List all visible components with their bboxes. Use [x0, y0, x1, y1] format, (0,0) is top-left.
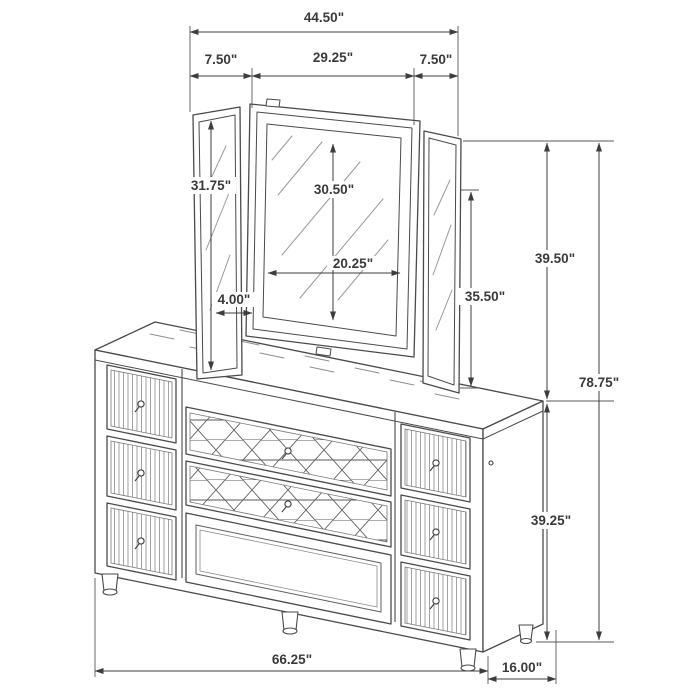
right-mirror-panel	[422, 130, 462, 394]
dim-label: 78.75"	[579, 375, 619, 390]
shared-extension-lines	[463, 140, 614, 643]
dim-left-mirror-width: 7.50"	[189, 52, 253, 108]
dim-frame-offset: 4.00"	[212, 292, 256, 316]
dim-mirror-assembly-height: 39.50"	[529, 142, 581, 400]
drawer-knobs	[134, 400, 494, 610]
drawer-knob	[429, 597, 440, 610]
dim-label-bg	[571, 374, 627, 391]
dim-label-bg	[212, 292, 256, 307]
drawer-knob	[134, 400, 145, 413]
mirror-assembly	[192, 98, 462, 394]
drawer-knob	[281, 500, 292, 513]
dim-label: 16.00"	[502, 660, 542, 675]
dim-label: 4.00"	[218, 292, 251, 307]
dim-label-bg	[525, 512, 577, 529]
drawer-knob	[281, 447, 292, 460]
dim-mirror-overall-width: 44.50"	[189, 10, 459, 136]
dresser-foot	[101, 573, 119, 596]
glass-shine-lines	[432, 179, 453, 331]
drawer-knob	[134, 537, 145, 550]
dim-label-bg	[327, 256, 379, 270]
dresser-foot	[459, 648, 477, 672]
dim-right-mirror-width: 7.50"	[413, 52, 459, 79]
dim-overall-height: 78.75"	[571, 142, 627, 641]
dim-label-bg	[529, 250, 581, 267]
dresser-foot	[281, 611, 299, 635]
mirror-top-clip	[265, 98, 281, 108]
center-stiles	[181, 369, 396, 622]
dim-label: 29.25"	[313, 50, 353, 65]
drawer-knob	[429, 528, 440, 541]
mirror-bottom-clip	[315, 346, 332, 357]
drawer-knob	[134, 469, 145, 482]
dim-dresser-width: 66.25"	[94, 578, 489, 684]
dim-dresser-height: 39.25"	[525, 403, 577, 641]
dim-label: 7.50"	[205, 52, 238, 67]
drawer-knob	[429, 459, 440, 472]
dim-mirror-glass-height: 35.50"	[459, 189, 511, 389]
side-panel-dot	[488, 460, 494, 466]
dim-label: 39.25"	[531, 513, 571, 528]
dim-label: 30.50"	[314, 182, 354, 197]
dim-center-glass-width: 20.25"	[267, 256, 401, 276]
dim-label: 35.50"	[465, 289, 505, 304]
dresser-top-edge-line	[94, 359, 544, 440]
dresser	[94, 321, 544, 672]
dim-label: 31.75"	[191, 178, 231, 193]
dresser-foot	[518, 624, 534, 645]
dresser-feet	[101, 573, 534, 672]
dim-center-glass-height: 30.50"	[309, 143, 361, 321]
dim-label-bg	[186, 177, 236, 194]
dim-label-bg	[459, 288, 511, 305]
dim-label: 20.25"	[333, 256, 373, 271]
dim-label: 39.50"	[535, 251, 575, 266]
dim-label-bg	[309, 181, 361, 198]
dresser-right-panel	[482, 400, 544, 653]
dimension-annotations: 44.50" 7.50" 29.25" 7.50" 31.75" 30.50"	[94, 10, 627, 684]
dim-label: 44.50"	[304, 10, 344, 25]
dim-dresser-depth: 16.00"	[487, 630, 557, 684]
dim-label: 66.25"	[272, 652, 312, 667]
left-mirror-panel	[192, 106, 243, 380]
dim-label: 7.50"	[420, 52, 453, 67]
center-door-panel	[185, 512, 392, 625]
dim-side-mirror-height: 31.75"	[186, 120, 236, 371]
